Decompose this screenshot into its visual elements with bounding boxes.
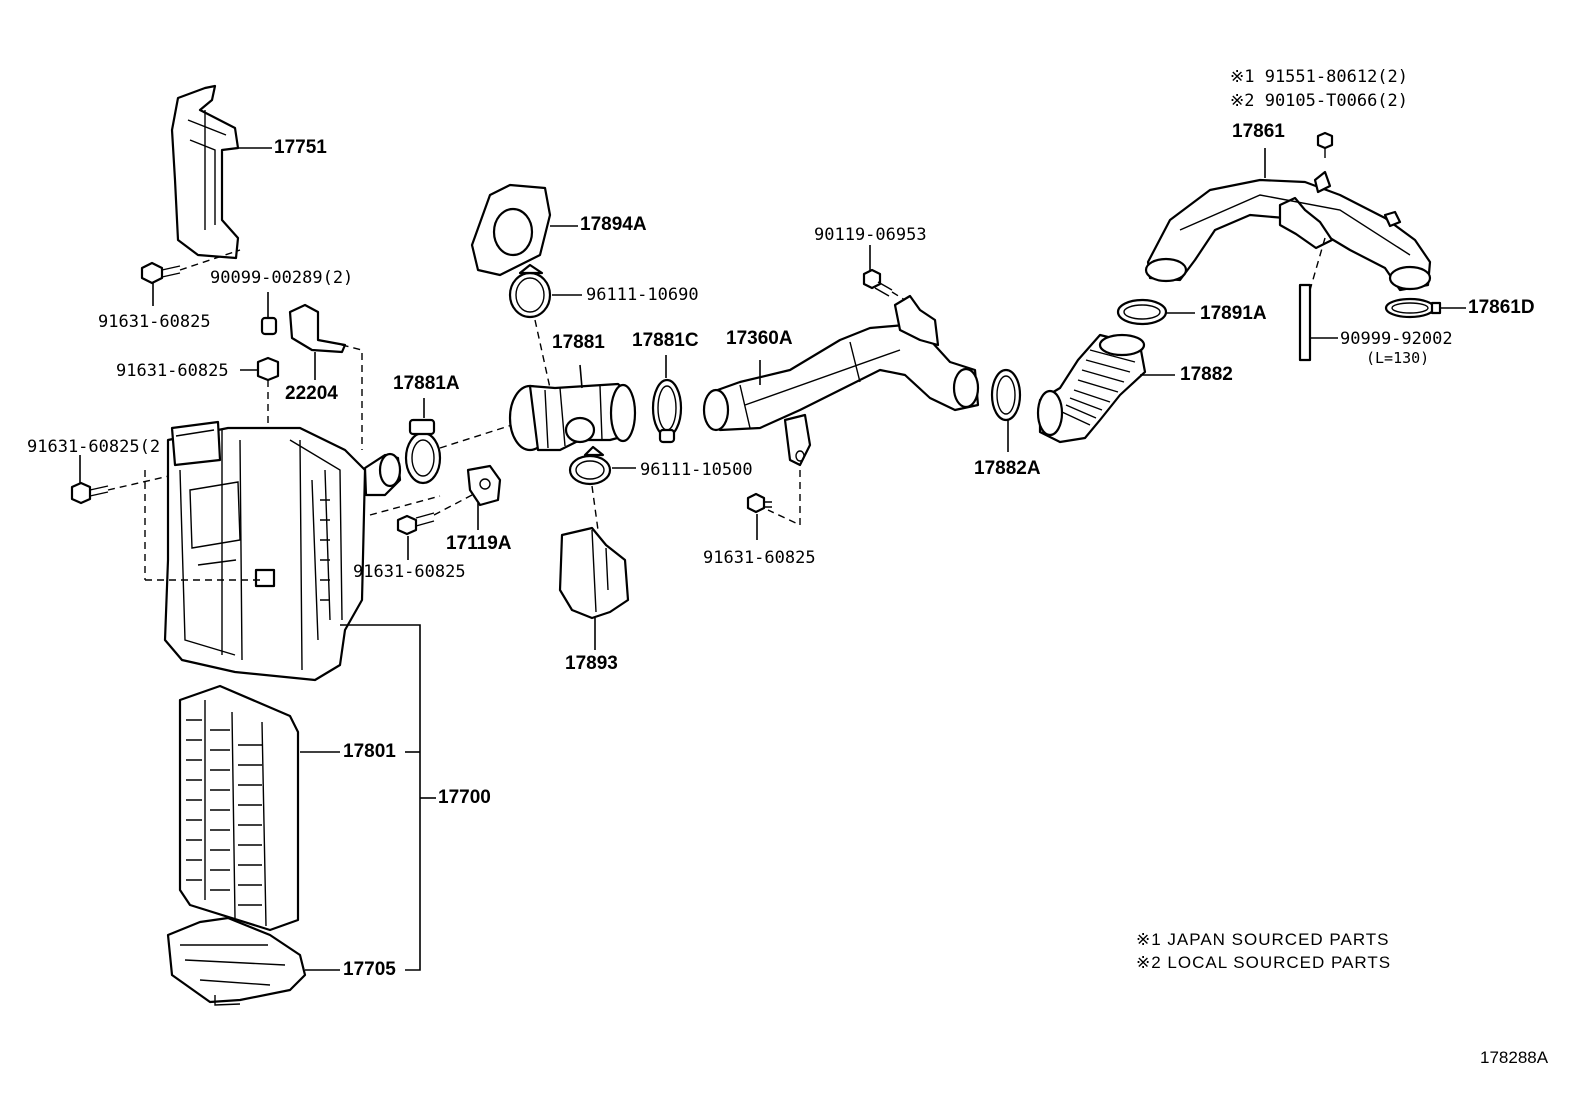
bolt-90119-06953: [862, 245, 906, 301]
diagram-id: 178288A: [1480, 1048, 1549, 1067]
label-17881: 17881: [552, 332, 605, 353]
air-flow-meter-housing-17881: [508, 364, 637, 452]
label-90099-00289: 90099-00289(2): [210, 268, 354, 288]
label-17891A: 17891A: [1200, 303, 1267, 324]
sensor-22204: [288, 303, 363, 450]
label-17700: 17700: [438, 787, 491, 808]
air-inlet-duct-17751: [170, 84, 272, 260]
bolt-91631-60825-a: [140, 249, 241, 306]
clamp-17881A: [404, 398, 513, 485]
label-90999-92002: 90999-92002: [1340, 329, 1453, 349]
note-japan-sourced: ※1 JAPAN SOURCED PARTS: [1136, 930, 1390, 949]
label-17893: 17893: [565, 653, 618, 674]
label-17705: 17705: [343, 959, 396, 980]
air-filter-element-17801: [178, 684, 340, 932]
label-90999-length: (L=130): [1366, 349, 1430, 367]
bolt-91631-60825-e: [746, 492, 772, 540]
bolt-90099-00289: [260, 292, 278, 336]
assembly-bracket-17700: [340, 624, 436, 971]
clamp-96111-10690: [508, 263, 582, 389]
duct-17893: [558, 526, 630, 650]
label-17881C: 17881C: [632, 330, 699, 351]
cover-17894A: [470, 183, 578, 277]
label-17360A: 17360A: [726, 328, 793, 349]
clamp-17891A: [1116, 298, 1195, 326]
label-91631-60825-d: 91631-60825: [353, 562, 466, 582]
label-96111-10690: 96111-10690: [586, 285, 699, 305]
clamp-17881C: [651, 355, 683, 444]
label-17861: 17861: [1232, 121, 1285, 142]
clamp-17861D: [1384, 297, 1466, 319]
label-17751: 17751: [274, 137, 327, 158]
hose-90999-92002: [1298, 283, 1338, 362]
air-hose-17882: [1036, 333, 1175, 444]
label-17119A: 17119A: [446, 533, 512, 554]
label-17894A: 17894A: [580, 214, 647, 235]
air-cleaner-lower-case-17705: [166, 916, 340, 1006]
label-ref-local-bolt: ※2 90105-T0066(2): [1230, 91, 1409, 111]
label-91631-60825-c: 91631-60825(2: [27, 437, 161, 457]
label-91631-60825-a: 91631-60825: [98, 312, 211, 332]
label-17882: 17882: [1180, 364, 1233, 385]
label-17881A: 17881A: [393, 373, 460, 394]
note-local-sourced: ※2 LOCAL SOURCED PARTS: [1136, 953, 1392, 972]
air-cleaner-case: [144, 420, 441, 682]
bracket-17119A: [396, 464, 502, 560]
intake-pipe-17360A: [702, 294, 980, 527]
label-91631-60825-e: 91631-60825: [703, 548, 816, 568]
intake-pipe-17861: [1144, 148, 1432, 292]
label-ref-japan-bolt: ※1 91551-80612(2): [1230, 67, 1409, 87]
label-22204: 22204: [285, 383, 338, 404]
label-17801: 17801: [343, 741, 396, 762]
label-17882A: 17882A: [974, 458, 1041, 479]
label-96111-10500: 96111-10500: [640, 460, 753, 480]
bolt-91551-80612: [1316, 131, 1334, 158]
clamp-96111-10500: [568, 445, 636, 531]
label-17861D: 17861D: [1468, 297, 1535, 318]
label-90119-06953: 90119-06953: [814, 225, 927, 245]
label-91631-60825-b: 91631-60825: [116, 361, 229, 381]
clamp-17882A: [990, 368, 1022, 452]
